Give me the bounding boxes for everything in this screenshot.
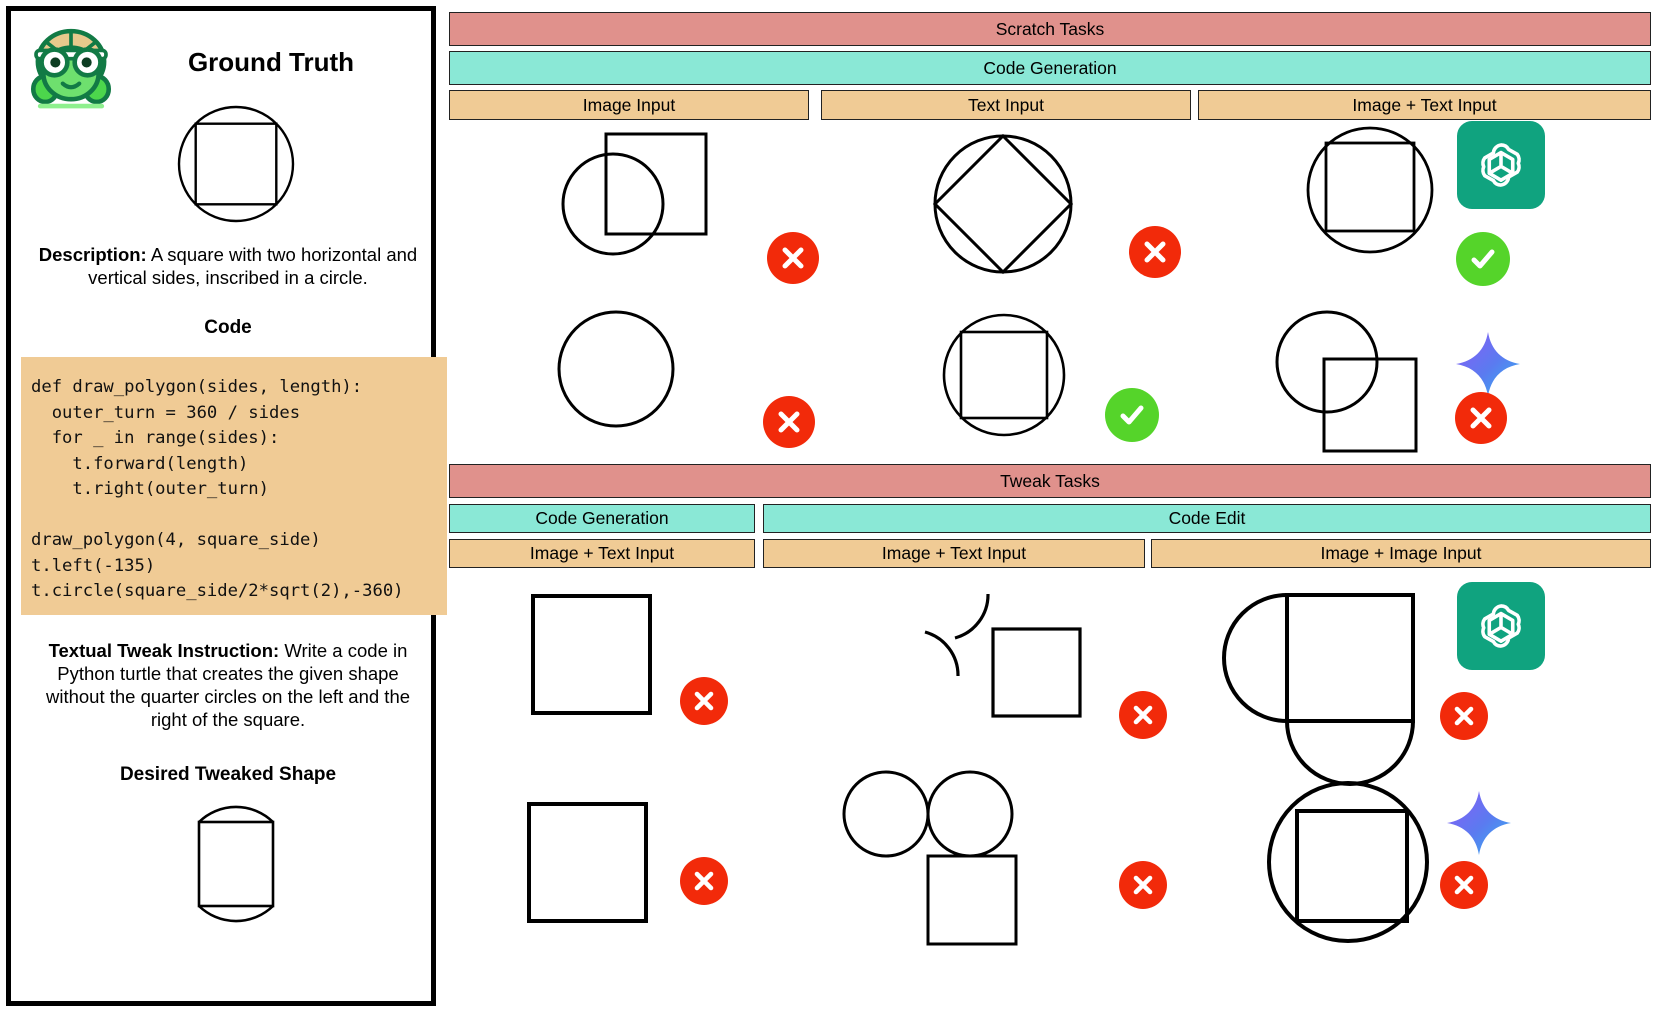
results-grid-panel: Scratch Tasks Code Generation Image Inpu…: [443, 4, 1657, 1012]
scratch-r1c2-shape: [928, 129, 1078, 279]
tweak-r1c3-shape: [1222, 589, 1431, 786]
page-title: Ground Truth: [187, 47, 355, 77]
check-circle-icon: [1105, 388, 1159, 442]
gemini-sparkle-icon: [1455, 331, 1521, 397]
code-text: def draw_polygon(sides, length): outer_t…: [31, 377, 404, 601]
tweak-r1c2-shape: [873, 584, 1103, 764]
python-turtle-icon: [25, 21, 117, 113]
scratch-r1c3-shape: [1306, 123, 1437, 258]
cross-circle-icon: [1455, 392, 1507, 444]
cross-circle-icon: [1119, 861, 1167, 909]
scratch-r1c1-shape: [548, 126, 718, 286]
tweak-r1c1-shape: [529, 592, 654, 717]
desired-shape-heading: Desired Tweaked Shape: [119, 764, 337, 785]
tweak-r2c1-shape: [525, 800, 650, 925]
cross-circle-icon: [763, 396, 815, 448]
description-text: Description: A square with two horizonta…: [33, 243, 423, 289]
scratch-r2c2-shape: [939, 310, 1069, 440]
tweak-instruction-label: Textual Tweak Instruction:: [48, 640, 280, 661]
input-header-tweak-col1: Image + Text Input: [449, 539, 755, 568]
tweak-r2c3-shape: [1267, 777, 1437, 947]
desired-tweaked-shape: [171, 789, 301, 939]
description-body: A square with two horizontal and vertica…: [88, 244, 418, 288]
input-header-scratch-image-text-input: Image + Text Input: [1198, 90, 1651, 120]
section-header-tweak-tasks: Tweak Tasks: [449, 464, 1651, 498]
description-label: Description:: [38, 244, 147, 265]
check-circle-icon: [1456, 232, 1510, 286]
cross-circle-icon: [680, 857, 728, 905]
ground-truth-panel: Ground Truth Description: A square with …: [6, 6, 447, 1006]
openai-logo-icon: [1457, 121, 1545, 209]
gemini-sparkle-icon: [1446, 790, 1512, 856]
scratch-r2c1-shape: [548, 304, 718, 434]
input-header-scratch-text-input: Text Input: [821, 90, 1191, 120]
cross-circle-icon: [680, 677, 728, 725]
scratch-r2c3-shape: [1269, 309, 1449, 459]
task-header-scratch-code-generation: Code Generation: [449, 51, 1651, 85]
task-header-tweak-code-edit: Code Edit: [763, 504, 1651, 533]
input-header-tweak-col3: Image + Image Input: [1151, 539, 1651, 568]
tweak-instruction-text: Textual Tweak Instruction: Write a code …: [33, 639, 423, 731]
task-header-tweak-code-generation: Code Generation: [449, 504, 755, 533]
cross-circle-icon: [1440, 692, 1488, 740]
openai-logo-icon: [1457, 582, 1545, 670]
tweak-instruction-body: Write a code in Python turtle that creat…: [45, 640, 411, 730]
cross-circle-icon: [1129, 226, 1181, 278]
ground-truth-shape: [171, 99, 301, 229]
input-header-scratch-image-input: Image Input: [449, 90, 809, 120]
code-block: def draw_polygon(sides, length): outer_t…: [21, 357, 447, 615]
tweak-r2c2-shape: [842, 769, 1073, 949]
cross-circle-icon: [1440, 861, 1488, 909]
cross-circle-icon: [1119, 691, 1167, 739]
cross-circle-icon: [767, 232, 819, 284]
section-header-scratch-tasks: Scratch Tasks: [449, 12, 1651, 46]
input-header-tweak-col2: Image + Text Input: [763, 539, 1145, 568]
code-heading: Code: [204, 317, 252, 338]
